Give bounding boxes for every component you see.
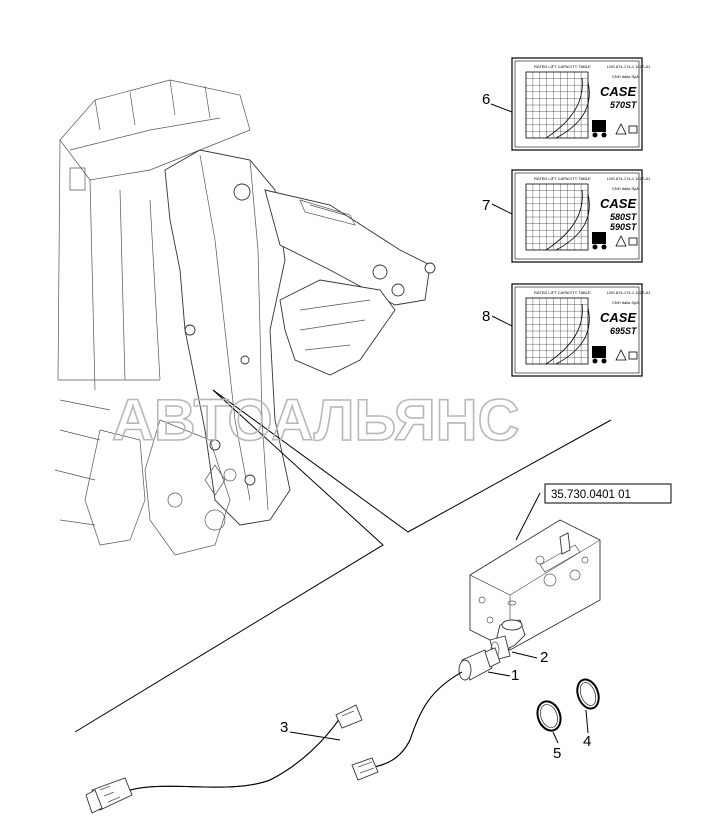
warning-icon [615, 235, 627, 247]
valve-block [469, 519, 601, 651]
manual-icon [628, 237, 638, 246]
warning-icon [615, 349, 627, 361]
decal-machine-icon [592, 120, 607, 138]
decal-model: 695ST [610, 326, 638, 336]
callout-6[interactable]: 6 [482, 91, 490, 108]
decal-machine-icon [592, 346, 607, 364]
decal-maker: CNH Italia SpA [612, 186, 639, 191]
watermark-text: АВТОАЛЬЯНС [112, 388, 519, 453]
connector-part-1 [351, 757, 379, 781]
elbow-fitting [489, 619, 526, 661]
decal-code: LNS 874-174-1 102T-A1 [607, 64, 651, 69]
decal-table-title: RATED LIFT CAPACITY TABLE [534, 290, 591, 295]
decal-model: 580ST [610, 212, 638, 222]
decal-6: RATED LIFT CAPACITY TABLE LNS 874-174-1 1… [511, 57, 651, 151]
warning-icon [615, 123, 627, 135]
decal-7: RATED LIFT CAPACITY TABLE LNS 874-174-1 1… [511, 169, 651, 263]
decal-maker: CNH Italia SpA [612, 74, 639, 79]
callout-4[interactable]: 4 [583, 733, 591, 750]
decal-logo: CASE [600, 84, 636, 99]
decal-grid [525, 183, 590, 251]
decal-code: LNS 874-174-1 102T-A1 [607, 176, 651, 181]
divider-lines [74, 389, 612, 733]
decal-model-2: 590ST [610, 222, 638, 232]
callout-1[interactable]: 1 [511, 667, 519, 684]
multi-pin-connector [85, 777, 133, 814]
callout-2[interactable]: 2 [540, 649, 548, 666]
decal-code: LNS 874-174-1 102T-A1 [607, 290, 651, 295]
decal-logo: CASE [600, 310, 636, 325]
decal-logo: CASE [600, 196, 636, 211]
decal-group: RATED LIFT CAPACITY TABLE LNS 874-174-1 1… [511, 57, 651, 377]
pressure-switch [458, 647, 501, 681]
callout-7[interactable]: 7 [482, 197, 490, 214]
decal-table-title: RATED LIFT CAPACITY TABLE [534, 176, 591, 181]
callout-leaders [289, 103, 589, 744]
decal-maker: CNH Italia SpA [612, 300, 639, 305]
manual-icon [628, 125, 638, 134]
decal-model: 570ST [610, 100, 638, 110]
decal-grid [525, 71, 590, 139]
o-ring-part-4 [576, 678, 600, 710]
decal-table-title: RATED LIFT CAPACITY TABLE [534, 64, 591, 69]
decal-8: RATED LIFT CAPACITY TABLE LNS 874-174-1 1… [511, 283, 651, 377]
callout-3[interactable]: 3 [280, 719, 288, 736]
decal-machine-icon [592, 232, 607, 250]
o-ring-part-5 [536, 700, 562, 732]
reference-box [544, 483, 672, 504]
callout-5[interactable]: 5 [553, 745, 561, 762]
backhoe-boom-illustration [54, 79, 436, 556]
connector-part-3 [335, 704, 363, 729]
reference-box-label[interactable]: 35.730.0401 01 [551, 489, 631, 501]
callout-8[interactable]: 8 [482, 308, 490, 325]
manual-icon [628, 351, 638, 360]
decal-grid [525, 297, 590, 365]
